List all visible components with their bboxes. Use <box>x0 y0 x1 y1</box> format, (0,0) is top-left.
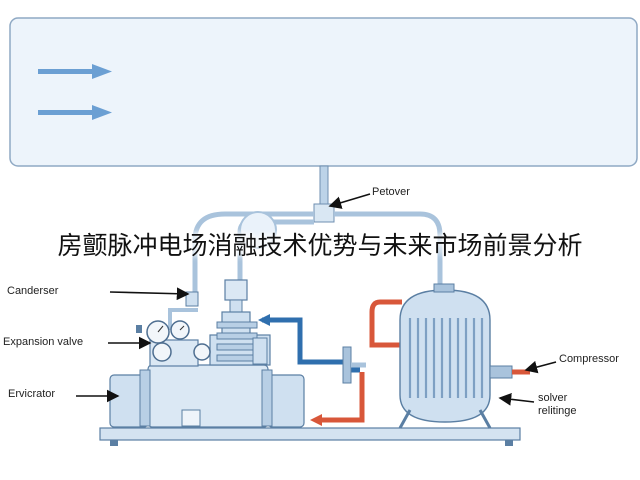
label-relitinge: relitinge <box>538 405 577 417</box>
label-expansion-valve: Expansion valve <box>3 336 84 348</box>
label-canderser: Canderser <box>7 285 59 297</box>
flow-arrow-icon <box>38 64 112 79</box>
gauge-icon <box>193 343 211 361</box>
label-ervicrator: Ervicrator <box>8 388 56 400</box>
condenser-column <box>209 279 271 366</box>
top-panel <box>9 17 638 167</box>
label-solver: solver <box>538 392 568 404</box>
gauge-icon <box>152 342 172 362</box>
label-compressor: Compressor <box>559 353 619 365</box>
label-pointers <box>76 193 557 406</box>
flow-arrow-icon <box>38 105 112 120</box>
cold-line-arrow-icon <box>258 314 270 326</box>
compressor-vessel <box>398 283 530 429</box>
valve-flange <box>342 346 352 384</box>
evaporator <box>109 364 305 428</box>
expansion-valve-assembly <box>136 291 211 367</box>
page-title: 房颤脉冲电场消融技术优势与未来市场前景分析 <box>57 231 583 260</box>
pipe-bend-icon <box>239 211 277 249</box>
hot-line-arrow-icon <box>310 414 322 426</box>
hot-line <box>318 299 402 423</box>
label-petover: Petover <box>372 186 410 198</box>
riser-pipe <box>313 165 335 223</box>
base-frame <box>99 427 521 446</box>
